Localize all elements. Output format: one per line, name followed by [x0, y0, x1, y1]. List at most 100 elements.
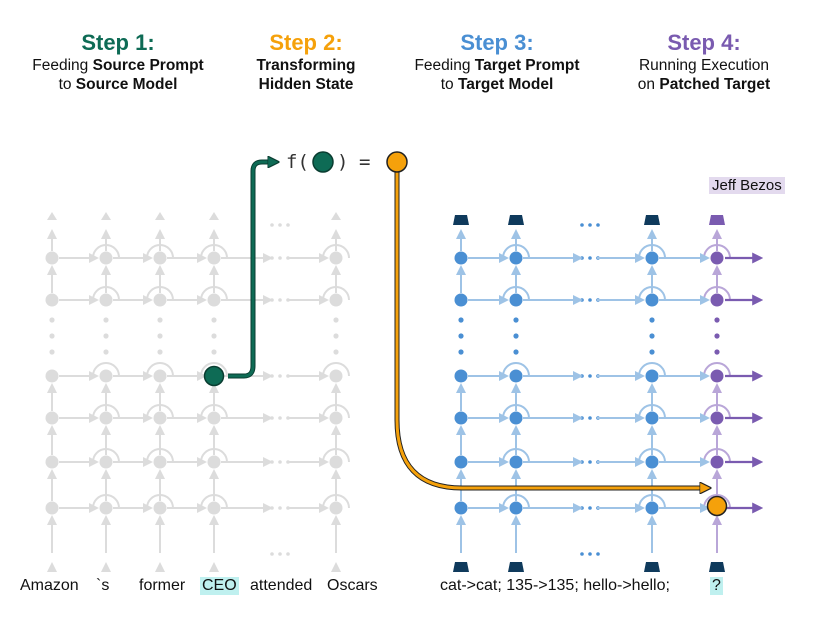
ellipsis-dot: [588, 298, 592, 302]
hidden-state-node: [99, 251, 113, 265]
layer-ellipsis-dot: [333, 333, 339, 339]
hidden-state-node: [710, 251, 724, 265]
layer-ellipsis-dot: [513, 317, 519, 323]
hidden-state-node: [45, 293, 59, 307]
hidden-state-node: [509, 411, 523, 425]
ellipsis-dot: [278, 298, 282, 302]
ellipsis-dot: [278, 506, 282, 510]
layer-ellipsis-dot: [333, 349, 339, 355]
hidden-state-node: [645, 293, 659, 307]
step-1-header: Step 1: Feeding Source Prompt to Source …: [18, 30, 218, 94]
hidden-state-node: [99, 369, 113, 383]
ellipsis-dot: [588, 416, 592, 420]
hidden-state-node: [45, 251, 59, 265]
hidden-state-node: [454, 501, 468, 515]
hidden-state-node: [207, 293, 221, 307]
ellipsis-dot: [588, 506, 592, 510]
layer-ellipsis-dot: [103, 333, 109, 339]
layer-ellipsis-dot: [103, 349, 109, 355]
output-label: Jeff Bezos: [709, 177, 785, 194]
ellipsis-dot: [278, 374, 282, 378]
ellipsis-dot: [588, 552, 592, 556]
step-3-title: Step 3:: [460, 30, 534, 55]
source-token-highlighted: CEO: [200, 577, 239, 595]
patch-arrows: [203, 151, 728, 517]
target-token-placeholder: ?: [710, 577, 723, 595]
hidden-state-node: [329, 501, 343, 515]
hidden-state-node: [454, 293, 468, 307]
ellipsis-dot: [278, 416, 282, 420]
hidden-state-node: [99, 293, 113, 307]
step-1-bold-2: Source Model: [75, 76, 178, 93]
formula-transformed-state: [386, 151, 408, 173]
layer-ellipsis-dot: [649, 333, 655, 339]
source-token: Oscars: [327, 577, 378, 594]
layer-ellipsis-dot: [513, 333, 519, 339]
step-2-bold: Transforming: [256, 57, 356, 74]
hidden-state-node: [645, 501, 659, 515]
step-2-header: Step 2: Transforming Hidden State: [206, 30, 406, 94]
patch-arrow-outline: [394, 170, 708, 491]
hidden-state-node: [99, 455, 113, 469]
step-4-text: Running Execution: [638, 57, 770, 74]
ellipsis-dot: [588, 223, 592, 227]
source-token: attended: [250, 577, 313, 594]
layer-ellipsis-dot: [103, 317, 109, 323]
transform-equals: =: [359, 151, 371, 173]
step-3-header: Step 3: Feeding Target Prompt to Target …: [397, 30, 597, 94]
layer-ellipsis-dot: [157, 333, 163, 339]
hidden-state-node: [509, 251, 523, 265]
ellipsis-dot: [580, 223, 584, 227]
step-2-bold-2: Hidden State: [258, 76, 354, 93]
layer-ellipsis-dot: [458, 317, 464, 323]
output-arrowhead: [209, 212, 219, 220]
step-3-bold: Target Prompt: [474, 57, 580, 74]
source-token: former: [139, 577, 186, 594]
patch-arrow: [395, 170, 708, 488]
step-3-bold-2: Target Model: [457, 76, 554, 93]
step-1-text-2: to: [58, 76, 76, 93]
output-token-box: [709, 215, 725, 225]
ellipsis-dot: [270, 223, 274, 227]
layer-ellipsis-dot: [211, 349, 217, 355]
hidden-state-node: [454, 369, 468, 383]
hidden-state-node: [329, 251, 343, 265]
hidden-state-node: [153, 369, 167, 383]
target-prompt-tokens: cat->cat; 135->135; hello->hello;: [440, 577, 670, 594]
output-arrowhead: [331, 212, 341, 220]
source-model-grid: [45, 212, 350, 572]
ellipsis-dot: [278, 256, 282, 260]
hidden-state-node: [509, 501, 523, 515]
step-1-bold: Source Prompt: [92, 57, 204, 74]
hidden-state-node: [509, 293, 523, 307]
output-token-box: [453, 215, 469, 225]
ellipsis-dot: [270, 552, 274, 556]
hidden-state-node: [329, 455, 343, 469]
transform-fn-open: f(: [286, 151, 309, 173]
input-token-box: [508, 562, 524, 572]
input-token-box: [644, 562, 660, 572]
hidden-state-node: [710, 293, 724, 307]
hidden-state-node: [645, 369, 659, 383]
hidden-state-node: [153, 501, 167, 515]
hidden-state-node: [454, 251, 468, 265]
hidden-state-node: [207, 501, 221, 515]
step-2-title: Step 2:: [269, 30, 343, 55]
output-token-box: [508, 215, 524, 225]
source-token: `s: [96, 577, 110, 594]
layer-ellipsis-dot: [649, 317, 655, 323]
hidden-state-node: [45, 411, 59, 425]
layer-ellipsis-dot: [513, 349, 519, 355]
hidden-state-node: [45, 369, 59, 383]
input-arrowhead: [101, 562, 111, 572]
input-arrowhead: [209, 562, 219, 572]
hidden-state-node: [207, 251, 221, 265]
layer-ellipsis-dot: [211, 333, 217, 339]
transform-arrow: [228, 162, 276, 378]
layer-ellipsis-dot: [49, 333, 55, 339]
layer-ellipsis-dot: [49, 349, 55, 355]
hidden-state-node: [207, 455, 221, 469]
hidden-state-node: [710, 455, 724, 469]
ellipsis-dot: [588, 374, 592, 378]
input-token-box: [453, 562, 469, 572]
